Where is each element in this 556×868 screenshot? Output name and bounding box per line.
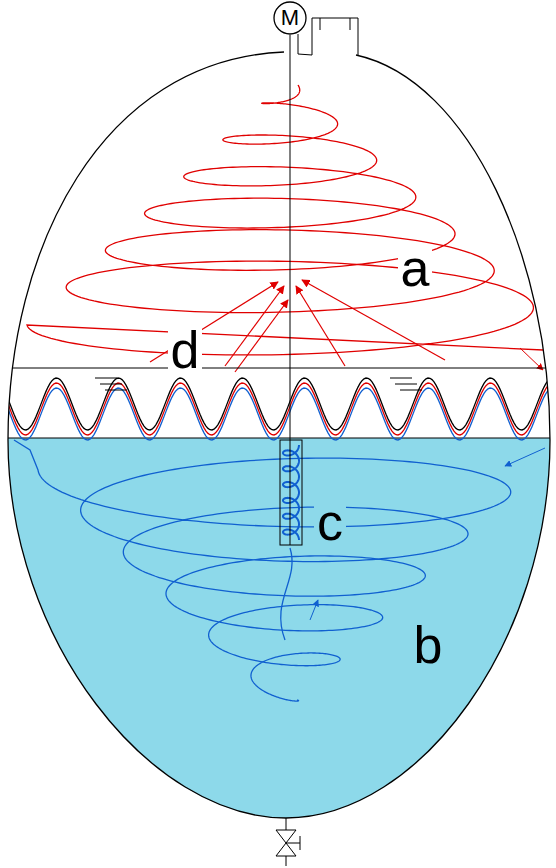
region-letter: d: [168, 327, 203, 374]
vessel-wall: [8, 52, 550, 818]
region-letter: b: [411, 622, 446, 669]
flow-arrow: [225, 286, 284, 366]
flow-arrow: [310, 600, 318, 620]
motor-label: M: [281, 7, 299, 29]
gas-flow-spiral: [27, 85, 543, 355]
flow-arrow: [505, 448, 545, 466]
flow-arrow: [235, 300, 288, 372]
liquid: [0, 438, 556, 838]
separator-band: [0, 368, 556, 440]
region-letter: c: [314, 499, 346, 546]
flow-arrow: [296, 286, 345, 366]
liquid-flow-path: [281, 548, 292, 640]
region-letter: a: [398, 245, 433, 292]
coil-housing: [280, 440, 302, 545]
drain-valve: [276, 818, 300, 866]
shaft-coil: [283, 445, 299, 540]
shaft: [290, 35, 291, 545]
flow-arrow: [520, 348, 543, 370]
flow-arrow: [302, 280, 445, 360]
liquid-flow-spiral: [14, 440, 511, 701]
motor-symbol: M: [273, 1, 307, 35]
nozzle: [298, 18, 358, 56]
